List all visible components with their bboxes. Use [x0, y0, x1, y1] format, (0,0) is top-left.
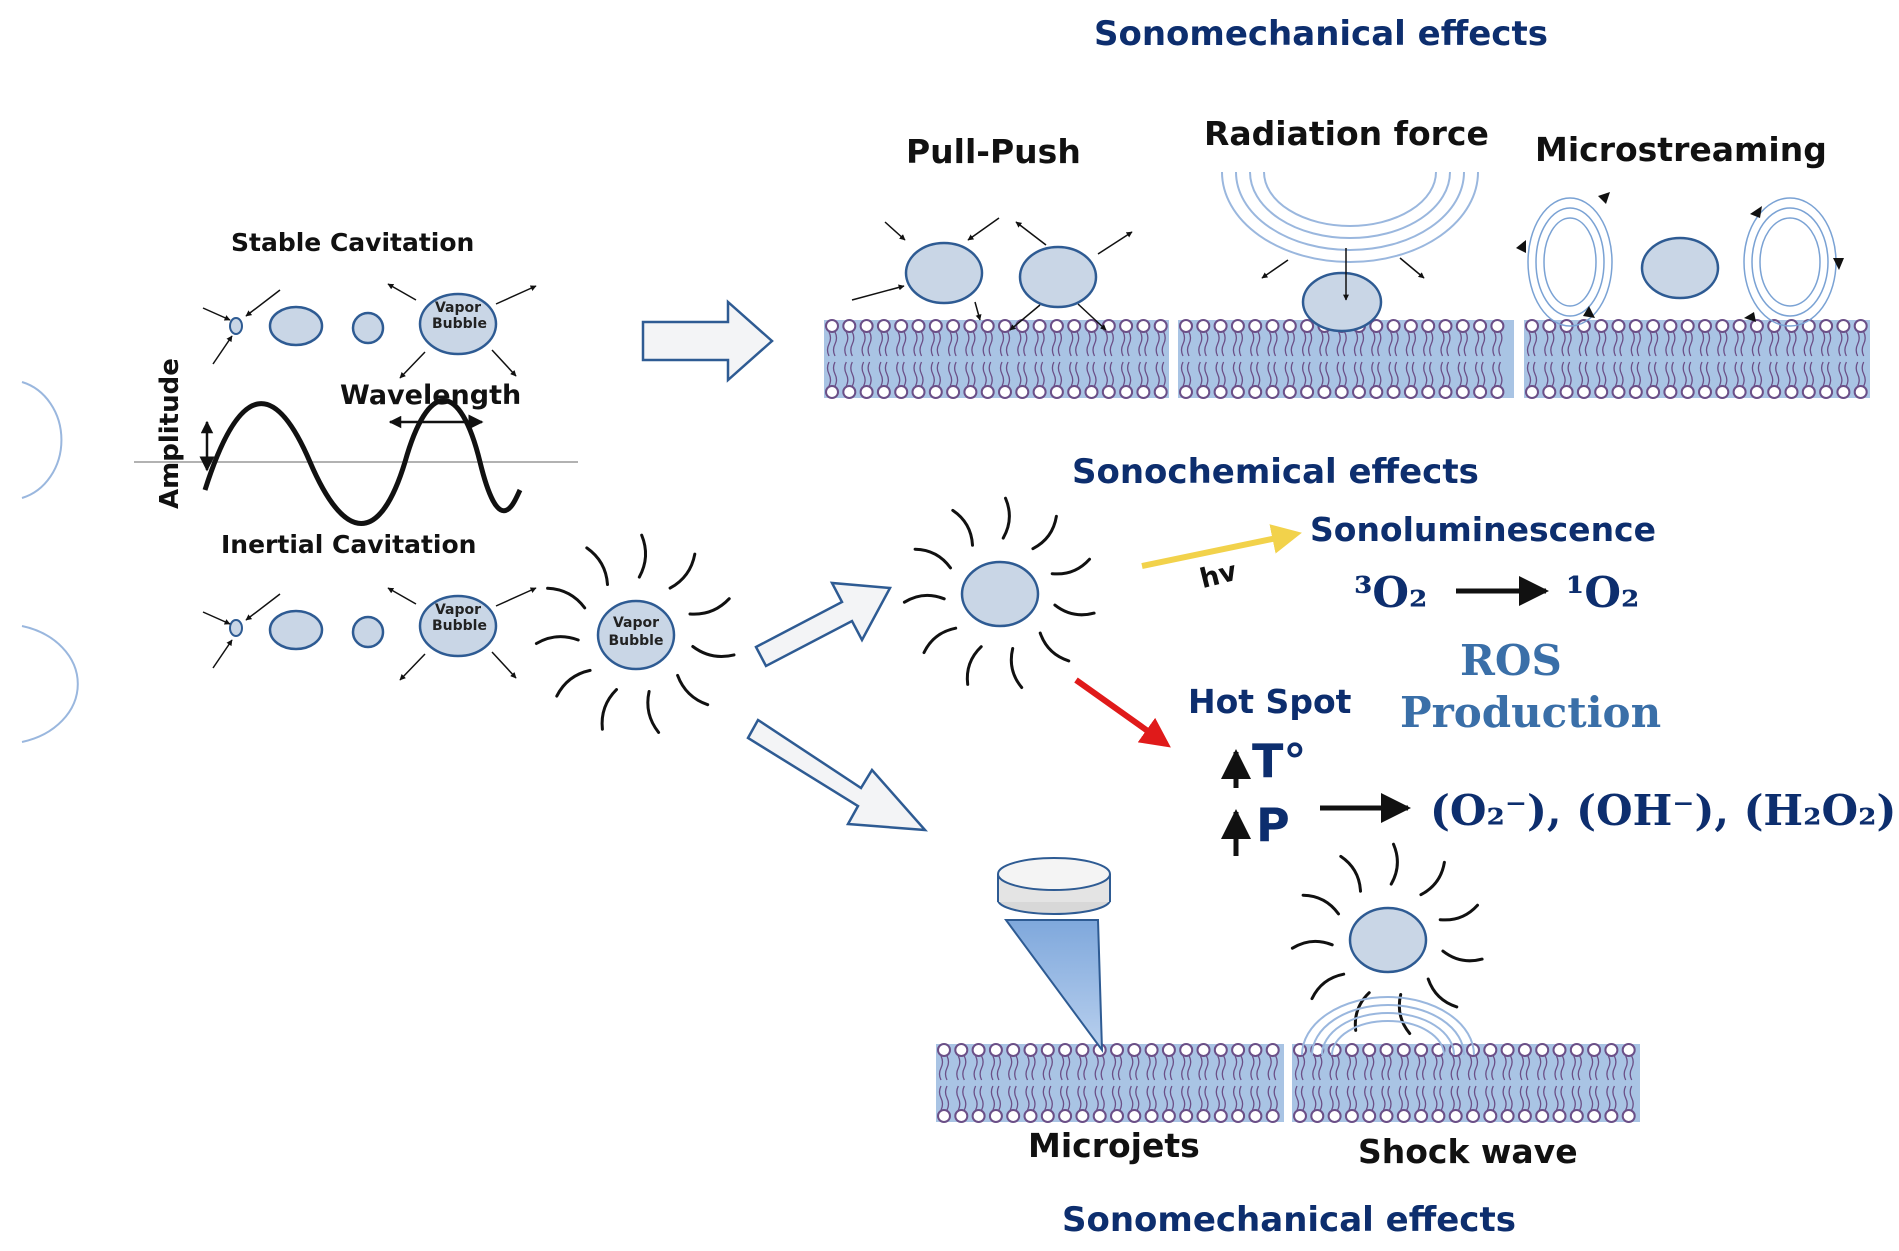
lipid-bilayer [1178, 319, 1514, 399]
lipid-bilayer [1524, 319, 1870, 399]
medium-bubble [351, 311, 385, 345]
label-production: Production [1400, 688, 1662, 737]
small-bubble [268, 305, 324, 347]
hollow-arrow-up [754, 581, 893, 668]
label-temperature: T° [1252, 734, 1307, 788]
label-pull-push: Pull-Push [906, 132, 1081, 171]
label-singlet-oxygen: ¹O₂ [1566, 568, 1640, 617]
heading-bottom-sonomechanical: Sonomechanical effects [1062, 1200, 1516, 1240]
small-bubble [268, 609, 324, 651]
collapse-rays [534, 533, 736, 734]
lipid-bilayer [936, 1043, 1284, 1123]
label-pressure: P [1256, 798, 1290, 852]
label-wavelength: Wavelength [340, 380, 522, 411]
label-ros: ROS [1460, 636, 1562, 685]
vapor-bubble [418, 292, 498, 356]
microjet-probe [997, 857, 1111, 1054]
tiny-bubble [229, 619, 243, 637]
label-triplet-oxygen: ³O₂ [1354, 568, 1428, 617]
vapor-line2: Bubble [608, 633, 664, 649]
heading-top-sonomechanical: Sonomechanical effects [1094, 14, 1548, 54]
tiny-bubble [229, 317, 243, 335]
radiation-force-bubble [1221, 171, 1479, 333]
transducer-arc-bottom [21, 625, 79, 743]
stable-cavitation-bubbles [202, 283, 537, 379]
label-microjets: Microjets [1028, 1126, 1200, 1165]
microstreaming-bubble [1516, 192, 1844, 327]
vapor-label-collapsing: Vapor Bubble [608, 614, 664, 650]
hollow-arrow-down [746, 718, 928, 832]
vapor-label-inertial: Vapor Bubble [432, 602, 487, 634]
hollow-arrow-right [641, 299, 774, 383]
label-microstreaming: Microstreaming [1535, 130, 1827, 169]
vapor-bubble [418, 594, 498, 658]
label-radiation-force: Radiation force [1204, 114, 1489, 153]
label-sonoluminescence: Sonoluminescence [1310, 510, 1657, 549]
lipid-membranes [824, 319, 1870, 1123]
hv-arrow [1141, 524, 1302, 569]
lipid-bilayer [1292, 1043, 1640, 1123]
sonochemical-bubble [960, 560, 1040, 628]
pull-push-bubbles [851, 217, 1133, 331]
sound-wave [134, 398, 578, 526]
vapor-label-stable: Vapor Bubble [432, 300, 487, 332]
vapor-line1: Vapor [612, 615, 660, 631]
lipid-bilayer [824, 319, 1169, 399]
label-ros-species: (O₂⁻), (OH⁻), (H₂O₂) [1430, 786, 1897, 835]
medium-bubble [351, 615, 385, 649]
vapor-line2: Bubble [432, 316, 487, 332]
collapse-rays [902, 496, 1096, 689]
transducer-arc-top [21, 381, 63, 499]
label-inertial-cavitation: Inertial Cavitation [221, 530, 477, 559]
inertial-cavitation-bubbles [202, 587, 676, 681]
vapor-line1: Vapor [434, 602, 482, 618]
label-hot-spot: Hot Spot [1188, 682, 1352, 721]
label-amplitude: Amplitude [155, 358, 185, 509]
vapor-line1: Vapor [434, 300, 482, 316]
hot-spot-arrow [1074, 677, 1171, 748]
label-stable-cavitation: Stable Cavitation [231, 228, 475, 257]
label-shock-wave: Shock wave [1358, 1132, 1578, 1171]
vapor-line2: Bubble [432, 618, 487, 634]
shock-wave-bubble [1301, 906, 1475, 1056]
heading-sonochemical: Sonochemical effects [1072, 452, 1479, 492]
collapsing-vapor-bubble [596, 599, 676, 671]
